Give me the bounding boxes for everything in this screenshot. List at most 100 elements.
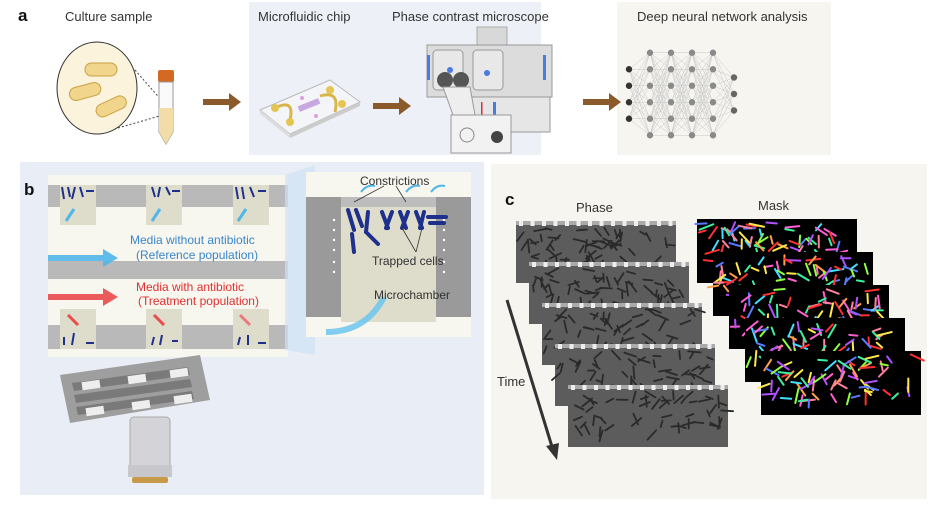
network-node	[688, 99, 696, 106]
mask-frames	[694, 219, 925, 415]
network-node	[730, 107, 738, 114]
network-edge	[628, 118, 651, 136]
network-edge	[670, 52, 693, 86]
network-node	[688, 115, 696, 122]
culture-tube-with-bacteria-icon	[56, 41, 174, 145]
network-edge	[628, 52, 651, 119]
network-node	[709, 115, 717, 122]
network-node	[709, 49, 717, 56]
microfluidic-chip-title: Microfluidic chip	[258, 9, 351, 24]
network-edge	[649, 69, 672, 136]
network-edge	[628, 52, 651, 86]
network-edge	[649, 52, 672, 119]
network-edge	[649, 118, 672, 136]
network-edge	[670, 102, 693, 136]
network-edge	[670, 69, 693, 136]
network-node	[667, 132, 675, 139]
network-node	[667, 99, 675, 106]
network-edge	[712, 52, 735, 78]
network-edge	[712, 77, 735, 103]
microfluidic-chip-icon	[259, 79, 361, 138]
network-edge	[670, 118, 693, 136]
microscope-icon	[426, 26, 553, 154]
microscope-title: Phase contrast microscope	[392, 9, 549, 24]
network-node	[667, 115, 675, 122]
network-node	[646, 115, 654, 122]
network-node	[625, 99, 633, 106]
network-edge	[670, 52, 693, 136]
network-node	[625, 115, 633, 122]
network-edge	[670, 52, 693, 103]
network-node	[625, 66, 633, 73]
phase-frame	[568, 385, 734, 447]
network-node	[688, 49, 696, 56]
time-arrow	[505, 299, 559, 460]
culture-sample-title: Culture sample	[65, 9, 153, 24]
network-edge	[691, 102, 714, 136]
network-edge	[691, 52, 714, 70]
time-label: Time	[497, 374, 526, 389]
network-edge	[649, 52, 672, 86]
network-edge	[712, 93, 735, 136]
network-edge	[712, 77, 735, 136]
panel-a-letter: a	[18, 6, 28, 25]
network-node	[709, 132, 717, 139]
network-edge	[691, 52, 714, 86]
chip-on-objective-icon	[60, 355, 210, 483]
microchamber-label: Microchamber	[374, 288, 451, 302]
network-edge	[649, 85, 672, 136]
channel-schematic	[48, 175, 288, 357]
network-edge	[649, 52, 672, 70]
network-edge	[691, 118, 714, 136]
network-node	[646, 99, 654, 106]
constrictions-label: Constrictions	[360, 174, 430, 188]
network-edge	[691, 69, 714, 136]
trapped-cells-label: Trapped cells	[372, 254, 444, 268]
network-node	[709, 82, 717, 89]
network-edge	[712, 77, 735, 86]
mask-frame	[757, 351, 925, 415]
network-edge	[691, 85, 714, 136]
network-edge	[670, 85, 693, 136]
network-node	[646, 82, 654, 89]
network-node	[688, 132, 696, 139]
network-node	[709, 99, 717, 106]
network-node	[730, 74, 738, 81]
network-node	[667, 49, 675, 56]
network-edge	[649, 52, 672, 103]
microchamber-detail	[306, 172, 471, 337]
network-edge	[628, 52, 651, 70]
phase-label: Phase	[576, 200, 613, 215]
panel-b-letter: b	[24, 180, 35, 199]
network-edge	[712, 110, 735, 136]
network-node	[688, 82, 696, 89]
network-edge	[649, 52, 672, 136]
network-edge	[691, 52, 714, 103]
reference-media-label: Media without antibiotic	[130, 233, 255, 247]
network-edge	[670, 52, 693, 119]
network-node	[667, 82, 675, 89]
network-node	[646, 66, 654, 73]
network-edge	[691, 52, 714, 136]
network-node	[646, 49, 654, 56]
network-node	[688, 66, 696, 73]
mask-label: Mask	[758, 198, 790, 213]
network-edge	[712, 69, 735, 78]
neural-network-icon	[625, 49, 738, 139]
network-edge	[628, 52, 651, 103]
network-edge	[712, 77, 735, 119]
network-node	[646, 132, 654, 139]
network-title: Deep neural network analysis	[637, 9, 808, 24]
network-edge	[691, 52, 714, 119]
network-node	[709, 66, 717, 73]
panel-c-letter: c	[505, 190, 515, 209]
network-edge	[628, 102, 651, 119]
reference-population-label: (Reference population)	[136, 248, 259, 262]
network-edge	[649, 102, 672, 136]
phase-frames	[516, 221, 734, 447]
network-edge	[628, 85, 651, 119]
treatment-media-label: Media with antibiotic	[136, 280, 245, 294]
arrow-icon	[583, 93, 621, 111]
network-node	[667, 66, 675, 73]
network-node	[625, 82, 633, 89]
